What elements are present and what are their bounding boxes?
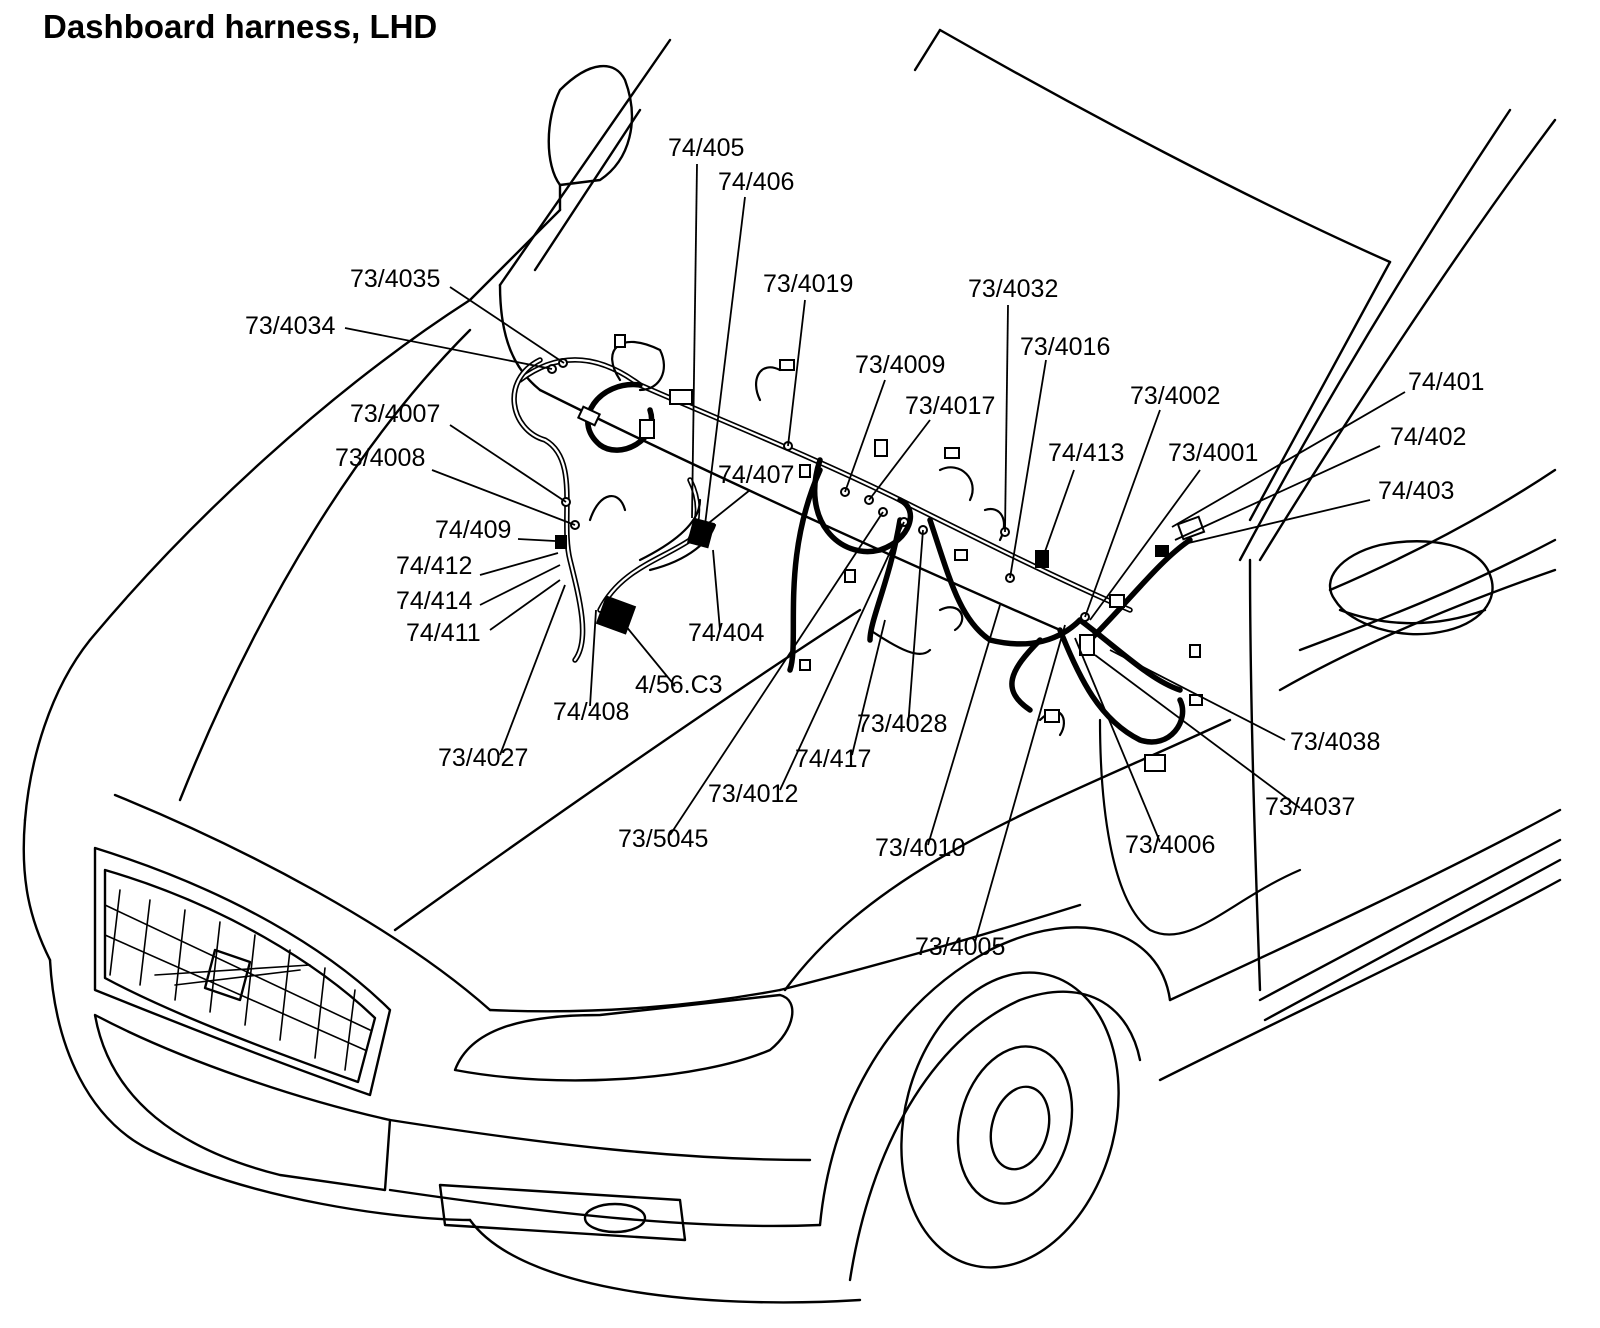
label-74-408: 74/408 [553, 698, 629, 726]
callout-labels: 74/405 74/406 73/4035 73/4034 73/4019 73… [245, 134, 1484, 961]
label-74-403: 74/403 [1378, 477, 1454, 505]
label-74-401: 74/401 [1408, 368, 1484, 396]
label-74-413: 74/413 [1048, 439, 1124, 467]
label-74-412: 74/412 [396, 552, 472, 580]
diagram-title: Dashboard harness, LHD [43, 8, 437, 45]
label-73-5045: 73/5045 [618, 825, 708, 853]
label-73-4027: 73/4027 [438, 744, 528, 772]
label-73-4034: 73/4034 [245, 312, 335, 340]
label-73-4019: 73/4019 [763, 270, 853, 298]
label-73-4008: 73/4008 [335, 444, 425, 472]
label-74-414: 74/414 [396, 587, 473, 615]
label-4-56-c3: 4/56.C3 [635, 671, 723, 699]
label-73-4007: 73/4007 [350, 400, 440, 428]
label-73-4016: 73/4016 [1020, 333, 1110, 361]
label-73-4002: 73/4002 [1130, 382, 1220, 410]
label-74-406: 74/406 [718, 168, 794, 196]
label-73-4009: 73/4009 [855, 351, 945, 379]
leader-lines [344, 163, 1406, 943]
label-73-4035: 73/4035 [350, 265, 440, 293]
label-74-405: 74/405 [668, 134, 744, 162]
label-73-4010: 73/4010 [875, 834, 965, 862]
car-outline [22, 28, 1562, 1304]
label-74-407: 74/407 [718, 461, 794, 489]
label-73-4037: 73/4037 [1265, 793, 1355, 821]
label-73-4038: 73/4038 [1290, 728, 1380, 756]
label-73-4028: 73/4028 [857, 710, 947, 738]
label-74-409: 74/409 [435, 516, 511, 544]
label-73-4001: 73/4001 [1168, 439, 1258, 467]
label-74-411: 74/411 [406, 619, 481, 647]
label-74-402: 74/402 [1390, 423, 1466, 451]
label-73-4032: 73/4032 [968, 275, 1058, 303]
label-73-4006: 73/4006 [1125, 831, 1215, 859]
label-73-4005: 73/4005 [915, 933, 1005, 961]
dashboard-harness [511, 334, 1302, 936]
label-74-404: 74/404 [688, 619, 765, 647]
label-73-4012: 73/4012 [708, 780, 798, 808]
label-74-417: 74/417 [795, 745, 871, 773]
label-73-4017: 73/4017 [905, 392, 995, 420]
